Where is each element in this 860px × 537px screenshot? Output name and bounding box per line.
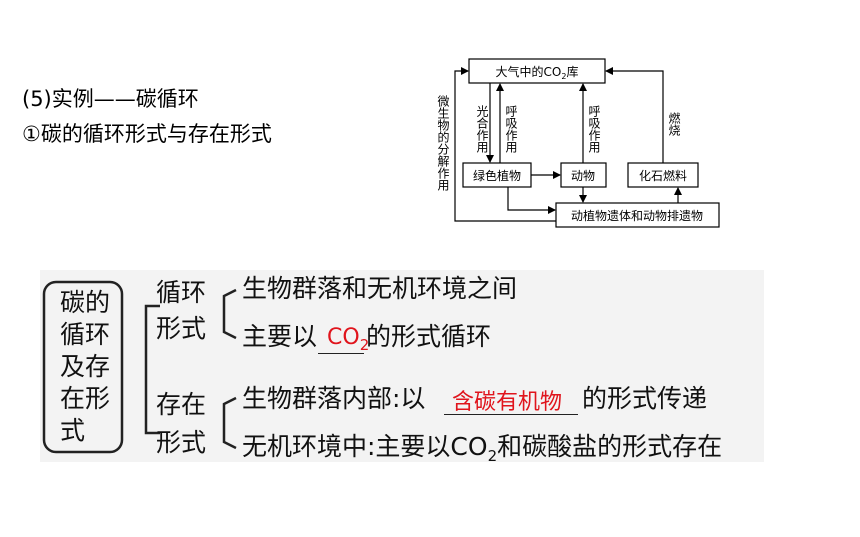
- main-bracket: [144, 304, 160, 435]
- subsection-heading: ①碳的循环形式与存在形式: [22, 122, 272, 146]
- exist-answer: 含碳有机物: [452, 390, 563, 415]
- section-heading: (5)实例——碳循环: [22, 87, 199, 111]
- exist-line-2: 无机环境中:主要以CO2和碳酸盐的形式存在: [242, 432, 723, 465]
- root-label-1: 碳的: [60, 288, 111, 317]
- exist-answer-blank: [444, 414, 578, 415]
- exist-form-label-2: 形式: [156, 428, 207, 457]
- cycle-form-label-2: 形式: [156, 314, 207, 343]
- fossil-fuel-box: [627, 162, 699, 188]
- cycle-bracket: [222, 288, 237, 340]
- cycle-answer-blank: [318, 353, 364, 354]
- remains-box: [555, 202, 720, 228]
- burning-arrow: [605, 67, 664, 163]
- root-label-3: 及存: [60, 352, 111, 381]
- remains-label: 动植物遗体和动物排遗物: [571, 208, 703, 223]
- cycle-answer: CO2: [327, 325, 370, 354]
- summary-brackets: [42, 280, 237, 454]
- burning-label: 燃烧: [667, 111, 681, 136]
- atmosphere-co2-box: [468, 58, 606, 84]
- plants-to-remains-arrow: [507, 187, 556, 214]
- animals-label: 动物: [571, 169, 595, 183]
- exist-line-1-prefix: 生物群落内部:以: [242, 384, 426, 413]
- green-plants-label: 绿色植物: [473, 168, 521, 183]
- cycle-line-1: 生物群落和无机环境之间: [242, 274, 518, 303]
- root-label-4: 在形: [60, 384, 111, 413]
- root-label-2: 循环: [60, 320, 111, 349]
- exist-line-1-suffix: 的形式传递: [582, 384, 708, 413]
- root-label-5: 式: [60, 416, 86, 445]
- root-box: [42, 280, 124, 454]
- cycle-line-2-prefix: 主要以: [242, 322, 318, 351]
- photosynthesis-label: 光合作用: [475, 105, 489, 154]
- exist-form-label-1: 存在: [156, 390, 207, 419]
- respiration-plants-label: 呼吸作用: [504, 105, 518, 154]
- summary-panel: 碳的 循环 及存 在形 式 循环 形式 生物群落和无机环境之间 主要以 CO2 …: [40, 270, 764, 465]
- decomposition-arrow: [454, 67, 556, 222]
- atmosphere-co2-label: 大气中的CO2库: [496, 64, 579, 81]
- respiration-animals-label: 呼吸作用: [587, 105, 601, 154]
- cycle-form-label-1: 循环: [156, 278, 207, 307]
- decomposition-label: 微生物的分解作用: [436, 95, 450, 192]
- exist-bracket: [222, 396, 237, 450]
- fossil-fuel-label: 化石燃料: [639, 168, 687, 183]
- cycle-line-2-suffix: 的形式循环: [366, 322, 492, 351]
